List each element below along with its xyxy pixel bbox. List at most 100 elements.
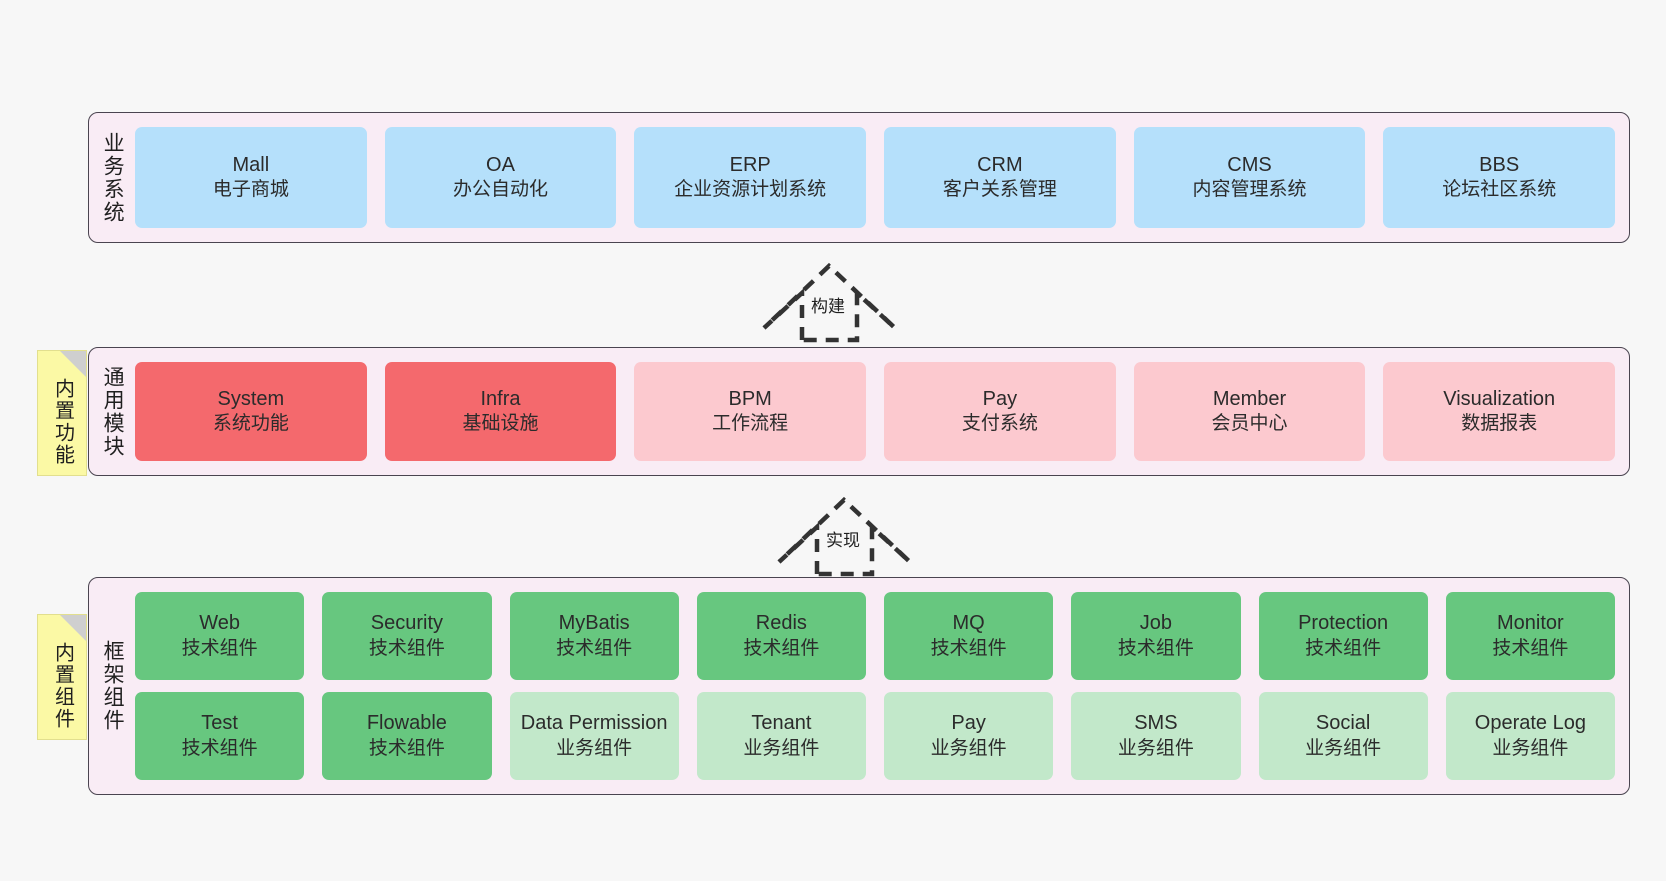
card-sms[interactable]: SMS 业务组件 [1071,692,1241,780]
card-subtitle: 支付系统 [961,413,1038,435]
card-subtitle: 论坛社区系统 [1442,179,1557,201]
note-fold-icon [60,351,86,377]
card-subtitle: 会员中心 [1211,413,1288,435]
card-erp[interactable]: ERP 企业资源计划系统 [634,127,867,228]
card-subtitle: 技术组件 [368,737,445,759]
card-title: Flowable [366,712,447,735]
card-title: Infra [480,387,521,410]
card-subtitle: 电子商城 [212,179,289,201]
card-subtitle: 业务组件 [1305,737,1382,759]
card-title: Job [1139,612,1172,635]
card-oa[interactable]: OA 办公自动化 [384,127,617,228]
card-mq[interactable]: MQ 技术组件 [884,592,1054,680]
card-title: Member [1212,387,1287,410]
card-title: Pay [982,387,1018,410]
card-subtitle: 系统功能 [212,413,289,435]
layer-framework-component: 框架组件 Web 技术组件 Security 技术组件 MyBatis 技术组件… [88,577,1630,795]
card-redis[interactable]: Redis 技术组件 [696,592,866,680]
card-subtitle: 技术组件 [181,637,258,659]
layer-body-framework-component: Web 技术组件 Security 技术组件 MyBatis 技术组件 Redi… [135,578,1629,794]
card-monitor[interactable]: Monitor 技术组件 [1445,592,1615,680]
card-row-business: Test 技术组件 Flowable 技术组件 Data Permission … [135,692,1615,780]
card-subtitle: 业务组件 [743,737,820,759]
card-bbs[interactable]: BBS 论坛社区系统 [1383,127,1616,228]
card-mybatis[interactable]: MyBatis 技术组件 [509,592,679,680]
arrow-label-build: 构建 [811,297,845,316]
card-title: Social [1315,712,1371,735]
card-title: Tenant [751,712,812,735]
card-social[interactable]: Social 业务组件 [1258,692,1428,780]
card-cms[interactable]: CMS 内容管理系统 [1133,127,1366,228]
card-title: Mall [232,153,270,176]
layer-title-business-system: 业务系统 [101,131,125,224]
card-visualization[interactable]: Visualization 数据报表 [1383,362,1616,461]
card-mall[interactable]: Mall 电子商城 [135,127,367,228]
arrow-label-implement: 实现 [826,531,860,550]
card-crm[interactable]: CRM 客户关系管理 [884,127,1116,228]
card-system[interactable]: System 系统功能 [135,362,367,461]
card-title: Web [199,612,240,635]
card-title: Data Permission [520,712,668,735]
card-title: ERP [729,153,771,176]
card-subtitle: 技术组件 [556,637,633,659]
card-pay-module[interactable]: Pay 支付系统 [884,362,1116,461]
card-title: MyBatis [558,612,630,635]
card-title: BBS [1479,153,1520,176]
layer-business-system: 业务系统 Mall 电子商城 OA 办公自动化 ERP 企业资源计划系统 CRM… [88,112,1630,243]
card-title: MQ [952,612,985,635]
card-bpm[interactable]: BPM 工作流程 [634,362,867,461]
card-title: SMS [1134,712,1178,735]
card-subtitle: 基础设施 [462,413,539,435]
card-title: Monitor [1497,612,1564,635]
card-subtitle: 内容管理系统 [1192,179,1307,201]
sticky-note-builtin-component: 内置组件 [37,614,87,740]
card-row: System 系统功能 Infra 基础设施 BPM 工作流程 Pay 支付系统… [135,362,1616,461]
card-row: Mall 电子商城 OA 办公自动化 ERP 企业资源计划系统 CRM 客户关系… [135,127,1616,228]
layer-body-common-module: System 系统功能 Infra 基础设施 BPM 工作流程 Pay 支付系统… [135,348,1629,475]
card-web[interactable]: Web 技术组件 [135,592,305,680]
card-subtitle: 业务组件 [556,737,633,759]
card-title: Redis [755,612,807,635]
card-subtitle: 办公自动化 [453,179,549,201]
card-tenant[interactable]: Tenant 业务组件 [696,692,866,780]
card-title: Test [201,712,238,735]
card-subtitle: 业务组件 [1117,737,1194,759]
layer-common-module: 通用模块 System 系统功能 Infra 基础设施 BPM 工作流程 Pay… [88,347,1630,476]
card-subtitle: 技术组件 [368,637,445,659]
card-subtitle: 技术组件 [930,637,1007,659]
card-row-tech: Web 技术组件 Security 技术组件 MyBatis 技术组件 Redi… [135,592,1615,680]
card-title: Security [370,612,443,635]
card-security[interactable]: Security 技术组件 [322,592,492,680]
layer-title-common-module: 通用模块 [101,365,125,458]
card-subtitle: 技术组件 [1305,637,1382,659]
sticky-note-builtin-function: 内置功能 [37,350,87,476]
card-flowable[interactable]: Flowable 技术组件 [322,692,492,780]
card-subtitle: 客户关系管理 [942,179,1057,201]
sticky-note-label: 内置功能 [51,378,74,466]
card-title: BPM [728,387,772,410]
card-data-permission[interactable]: Data Permission 业务组件 [509,692,679,780]
card-pay-component[interactable]: Pay 业务组件 [884,692,1054,780]
card-protection[interactable]: Protection 技术组件 [1258,592,1428,680]
card-subtitle: 业务组件 [930,737,1007,759]
card-subtitle: 数据报表 [1461,413,1538,435]
card-operate-log[interactable]: Operate Log 业务组件 [1445,692,1615,780]
card-subtitle: 技术组件 [181,737,258,759]
card-subtitle: 工作流程 [712,413,789,435]
card-title: Operate Log [1474,712,1586,735]
card-subtitle: 技术组件 [743,637,820,659]
sticky-note-label: 内置组件 [51,642,74,730]
card-infra[interactable]: Infra 基础设施 [384,362,617,461]
layer-body-business-system: Mall 电子商城 OA 办公自动化 ERP 企业资源计划系统 CRM 客户关系… [135,113,1629,242]
card-test[interactable]: Test 技术组件 [135,692,305,780]
card-subtitle: 技术组件 [1117,637,1194,659]
card-title: Pay [951,712,986,735]
card-job[interactable]: Job 技术组件 [1071,592,1241,680]
card-member[interactable]: Member 会员中心 [1133,362,1366,461]
card-title: Protection [1298,612,1389,635]
card-title: OA [486,153,515,176]
card-title: Visualization [1443,387,1556,410]
layer-title-framework-component: 框架组件 [101,640,125,732]
card-title: System [217,387,285,410]
